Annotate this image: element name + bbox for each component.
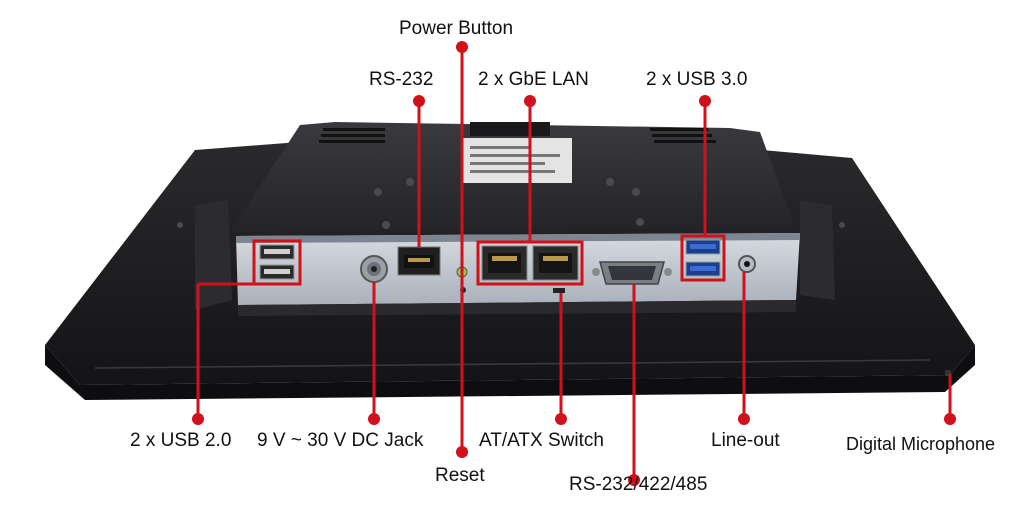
- db9-port: [592, 261, 672, 285]
- dot-lan: [524, 95, 536, 107]
- mic-hole: [945, 370, 951, 376]
- label-power-button: Power Button: [399, 18, 514, 39]
- dot-lineout: [738, 413, 750, 425]
- dc-jack: [360, 255, 388, 283]
- usb30-ports: [685, 239, 721, 277]
- dot-usb20: [192, 413, 204, 425]
- label-gbe-lan: 2 x GbE LAN: [478, 69, 589, 90]
- line-out-jack: [738, 255, 756, 273]
- label-line-out: Line-out: [711, 430, 780, 451]
- vent-left: [319, 128, 385, 143]
- label-sticker: [462, 138, 572, 183]
- dot-mic: [944, 413, 956, 425]
- vent-right: [650, 128, 716, 143]
- label-reset: Reset: [435, 465, 485, 486]
- label-rs232: RS-232: [369, 69, 434, 90]
- dot-rs232: [413, 95, 425, 107]
- dot-com: [628, 474, 640, 486]
- usb20-ports: [259, 244, 295, 280]
- label-atx-switch: AT/ATX Switch: [479, 430, 604, 451]
- dot-reset: [456, 446, 468, 458]
- box-usb20: [252, 239, 302, 286]
- box-usb30: [680, 234, 726, 282]
- atx-switch: [553, 288, 565, 293]
- dot-power: [456, 41, 468, 53]
- dot-atx: [555, 413, 567, 425]
- label-rs232-422-485: RS-232/422/485: [569, 474, 708, 495]
- label-usb20: 2 x USB 2.0: [130, 430, 232, 451]
- label-dc-jack: 9 V ~ 30 V DC Jack: [257, 430, 424, 451]
- dot-dc: [368, 413, 380, 425]
- dot-usb30: [699, 95, 711, 107]
- lan-ports: [481, 245, 579, 281]
- rs232-port: [397, 246, 441, 276]
- label-digital-mic: Digital Microphone: [846, 434, 996, 454]
- label-usb30: 2 x USB 3.0: [646, 69, 748, 90]
